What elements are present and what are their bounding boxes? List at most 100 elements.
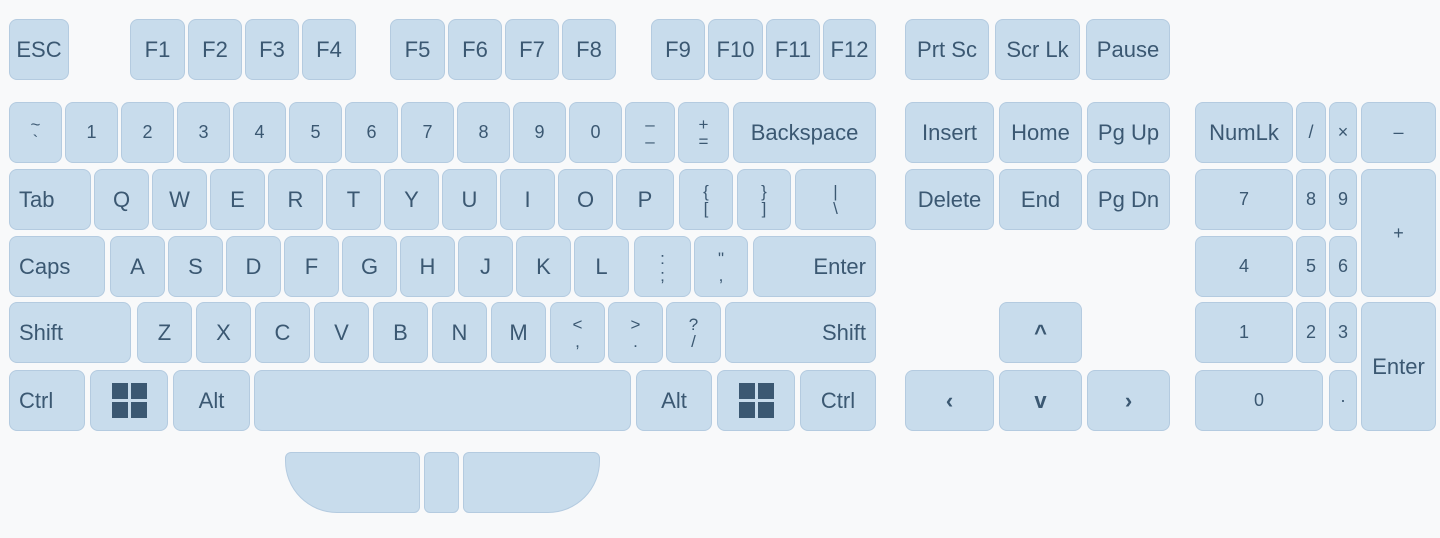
key-left-bracket[interactable]: { [ [679,169,733,230]
key-esc[interactable]: ESC [9,19,69,80]
key-c[interactable]: C [255,302,310,363]
key-num-7[interactable]: 7 [1195,169,1293,230]
key-f3[interactable]: F3 [245,19,299,80]
key-u[interactable]: U [442,169,497,230]
key-f5[interactable]: F5 [390,19,445,80]
key-f8[interactable]: F8 [562,19,616,80]
key-p[interactable]: P [616,169,674,230]
key-f[interactable]: F [284,236,339,297]
key-num-1[interactable]: 1 [1195,302,1293,363]
key-f7[interactable]: F7 [505,19,559,80]
key-right-ctrl[interactable]: Ctrl [800,370,876,431]
key-arrow-down[interactable]: v [999,370,1082,431]
key-print-screen[interactable]: Prt Sc [905,19,989,80]
key-x[interactable]: X [196,302,251,363]
key-o[interactable]: O [558,169,613,230]
key-quote[interactable]: " , [694,236,748,297]
key-num-lock[interactable]: NumLk [1195,102,1293,163]
key-t[interactable]: T [326,169,381,230]
key-n[interactable]: N [432,302,487,363]
key-enter[interactable]: Enter [753,236,876,297]
key-i[interactable]: I [500,169,555,230]
key-num-9[interactable]: 9 [1329,169,1357,230]
key-tilde[interactable]: ~ ` [9,102,62,163]
key-8[interactable]: 8 [457,102,510,163]
key-9[interactable]: 9 [513,102,566,163]
key-right-bracket[interactable]: } ] [737,169,791,230]
key-num-enter[interactable]: Enter [1361,302,1436,431]
key-num-minus[interactable]: – [1361,102,1436,163]
key-tab[interactable]: Tab [9,169,91,230]
key-6[interactable]: 6 [345,102,398,163]
key-num-5[interactable]: 5 [1296,236,1326,297]
key-left-alt[interactable]: Alt [173,370,250,431]
key-3[interactable]: 3 [177,102,230,163]
key-f1[interactable]: F1 [130,19,185,80]
key-f11[interactable]: F11 [766,19,820,80]
key-left-ctrl[interactable]: Ctrl [9,370,85,431]
key-f4[interactable]: F4 [302,19,356,80]
key-v[interactable]: V [314,302,369,363]
key-delete[interactable]: Delete [905,169,994,230]
key-0[interactable]: 0 [569,102,622,163]
key-f10[interactable]: F10 [708,19,763,80]
key-num-4[interactable]: 4 [1195,236,1293,297]
key-g[interactable]: G [342,236,397,297]
key-semicolon[interactable]: : ; [634,236,691,297]
key-1[interactable]: 1 [65,102,118,163]
touchpad-left-button[interactable] [285,452,420,513]
key-equals[interactable]: + = [678,102,729,163]
key-w[interactable]: W [152,169,207,230]
key-num-divide[interactable]: / [1296,102,1326,163]
key-num-multiply[interactable]: × [1329,102,1357,163]
touchpad-middle-button[interactable] [424,452,459,513]
key-f12[interactable]: F12 [823,19,876,80]
key-page-down[interactable]: Pg Dn [1087,169,1170,230]
key-j[interactable]: J [458,236,513,297]
key-backslash[interactable]: | \ [795,169,876,230]
touchpad-right-button[interactable] [463,452,600,513]
key-minus[interactable]: – – [625,102,675,163]
key-h[interactable]: H [400,236,455,297]
key-num-3[interactable]: 3 [1329,302,1357,363]
key-right-shift[interactable]: Shift [725,302,876,363]
key-f9[interactable]: F9 [651,19,705,80]
key-num-plus[interactable]: + [1361,169,1436,297]
key-insert[interactable]: Insert [905,102,994,163]
key-left-shift[interactable]: Shift [9,302,131,363]
key-right-alt[interactable]: Alt [636,370,712,431]
key-f6[interactable]: F6 [448,19,502,80]
key-left-windows[interactable] [90,370,168,431]
key-home[interactable]: Home [999,102,1082,163]
key-l[interactable]: L [574,236,629,297]
key-y[interactable]: Y [384,169,439,230]
key-7[interactable]: 7 [401,102,454,163]
key-r[interactable]: R [268,169,323,230]
key-a[interactable]: A [110,236,165,297]
key-right-windows[interactable] [717,370,795,431]
key-backspace[interactable]: Backspace [733,102,876,163]
key-pause[interactable]: Pause [1086,19,1170,80]
key-period[interactable]: > . [608,302,663,363]
key-b[interactable]: B [373,302,428,363]
key-k[interactable]: K [516,236,571,297]
key-caps-lock[interactable]: Caps [9,236,105,297]
key-num-decimal[interactable]: · [1329,370,1357,431]
key-comma[interactable]: < , [550,302,605,363]
key-e[interactable]: E [210,169,265,230]
key-page-up[interactable]: Pg Up [1087,102,1170,163]
key-arrow-up[interactable]: ^ [999,302,1082,363]
key-z[interactable]: Z [137,302,192,363]
key-space[interactable] [254,370,631,431]
key-end[interactable]: End [999,169,1082,230]
key-arrow-left[interactable]: ‹ [905,370,994,431]
key-d[interactable]: D [226,236,281,297]
key-num-8[interactable]: 8 [1296,169,1326,230]
key-4[interactable]: 4 [233,102,286,163]
key-scroll-lock[interactable]: Scr Lk [995,19,1080,80]
key-m[interactable]: M [491,302,546,363]
key-slash[interactable]: ? / [666,302,721,363]
key-q[interactable]: Q [94,169,149,230]
key-f2[interactable]: F2 [188,19,242,80]
key-arrow-right[interactable]: › [1087,370,1170,431]
